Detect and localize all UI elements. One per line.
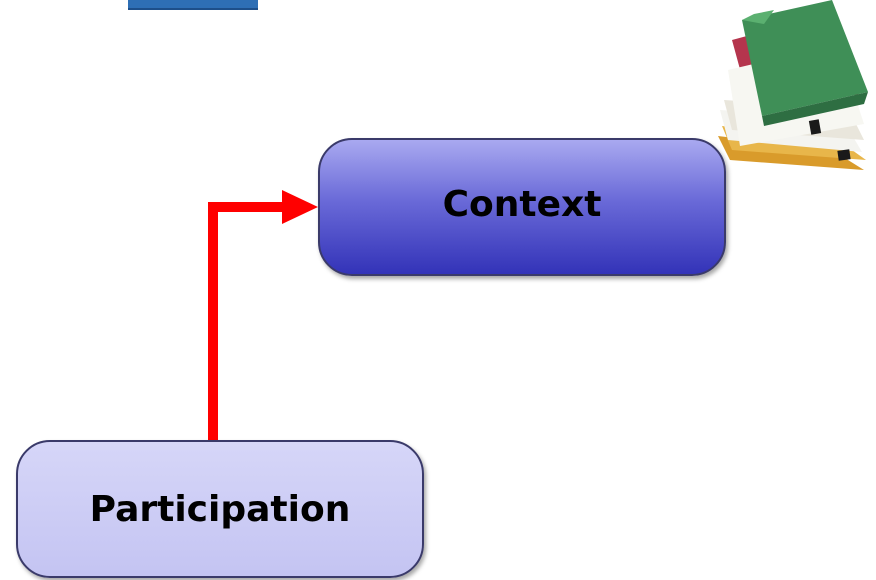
participation-node: Participation: [16, 440, 424, 578]
header-accent-bar: [128, 0, 258, 10]
participation-label: Participation: [89, 488, 351, 530]
context-node: Context: [318, 138, 726, 276]
folders-stack-icon: [718, 0, 868, 170]
context-label: Context: [442, 183, 602, 225]
